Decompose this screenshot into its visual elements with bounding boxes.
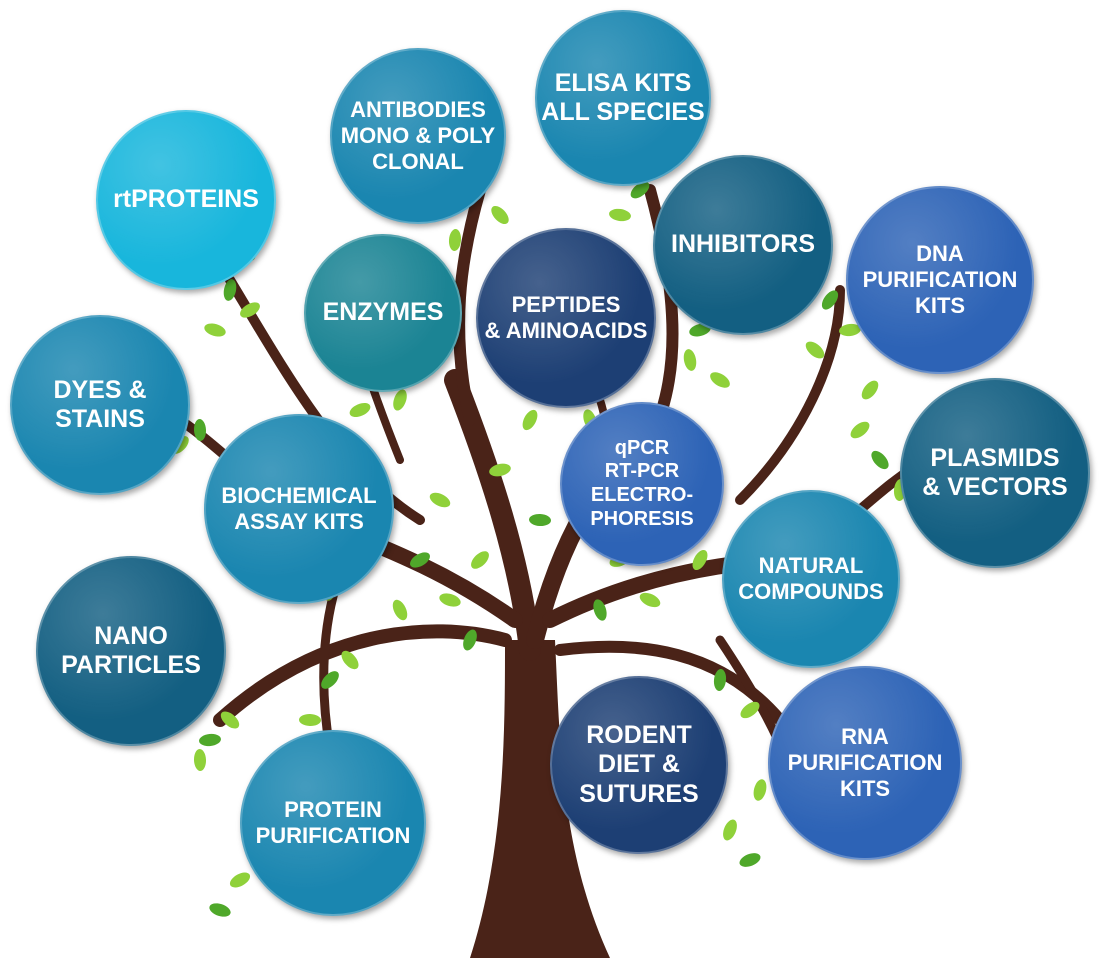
leaf-icon [861,380,879,400]
leaf-icon [713,669,727,691]
leaf-icon [821,290,839,310]
category-label-line: PROTEIN [284,797,382,823]
leaf-icon [489,463,511,477]
leaf-icon [193,749,207,771]
category-node-dyes-stains: DYES &STAINS [10,315,190,495]
branch [213,624,512,727]
leaf-icon [349,403,371,417]
leaf-icon [392,599,408,621]
category-label-line: PLASMIDS [930,443,1060,472]
leaf-icon [850,421,870,439]
category-label-line: & VECTORS [922,473,1068,501]
leaf-icon [710,372,730,388]
leaf-icon [429,492,451,508]
category-label-line: ELISA KITS [554,68,692,97]
category-label-line: NANO [94,621,168,650]
category-label-line: PHORESIS [590,507,694,530]
leaf-icon [593,599,607,621]
category-label-line: MONO & POLY [340,123,496,149]
leaf-icon [609,208,631,222]
leaf-icon [692,549,708,571]
leaf-icon [723,819,737,841]
category-label-line: PARTICLES [61,651,201,679]
category-label-line: rtPROTEINS [113,185,259,214]
leaf-icon [683,349,697,371]
leaf-icon [193,419,207,441]
leaf-icon [739,853,761,867]
leaf-icon [529,513,551,527]
leaf-icon [321,671,339,689]
leaf-icon [491,205,509,225]
leaf-icon [393,389,407,411]
category-label-line: KITS [839,775,891,801]
leaf-icon [223,279,237,301]
category-label-line: KITS [914,292,966,318]
category-node-rtproteins: rtPROTEINS [96,110,276,290]
category-node-enzymes: ENZYMES [304,234,462,392]
category-label-line: PURIFICATION [255,823,411,848]
category-label-line: ANTIBODIES [350,97,486,123]
category-label-line: ALL SPECIES [541,98,705,126]
category-label-line: BIOCHEMICAL [221,483,377,509]
leaf-icon [839,323,861,337]
leaf-icon [299,713,321,727]
leaf-icon [229,872,251,888]
category-label-line: CLONAL [372,148,464,174]
category-label-line: DYES & [53,375,147,404]
leaf-icon [639,592,661,608]
leaf-icon [410,552,430,568]
category-node-peptides: PEPTIDES& AMINOACIDS [476,228,656,408]
category-label-line: NATURAL [758,553,864,579]
leaf-icon [204,323,226,337]
category-label-line: DNA [916,241,964,267]
category-label-line: INHIBITORS [671,230,815,259]
leaf-icon [463,629,477,651]
leaf-icon [871,450,889,470]
category-label-line: PURIFICATION [862,267,1018,293]
category-label-line: STAINS [55,405,145,433]
category-label-line: PURIFICATION [787,750,943,776]
category-label-line: qPCR [614,436,670,459]
tree-trunk [470,640,610,958]
leaf-icon [805,341,825,359]
category-label-line: RNA [841,724,889,750]
leaf-icon [199,733,221,747]
category-label-line: SUTURES [579,779,699,808]
leaf-icon [630,181,650,199]
leaf-icon [240,302,260,318]
category-label-line: RT-PCR [604,460,680,483]
category-label-line: DIET & [598,750,680,779]
leaf-icon [471,551,489,569]
leaf-icon [753,779,767,801]
category-label-line: & AMINOACIDS [484,318,648,343]
leaf-icon [439,593,461,607]
leaf-icon [522,409,538,431]
branch [735,285,845,505]
leaf-icon [220,711,240,729]
category-label-line: RODENT [586,720,692,749]
leaf-icon [448,229,462,251]
category-label-line: ASSAY KITS [234,509,364,534]
category-label-line: PEPTIDES [511,292,621,318]
leaf-icon [740,701,760,719]
category-label-line: COMPOUNDS [738,579,884,604]
leaf-icon [341,650,359,670]
category-node-inhibitors: INHIBITORS [653,155,833,335]
category-label-line: ENZYMES [322,298,444,327]
category-node-plasmids: PLASMIDS& VECTORS [900,378,1090,568]
leaf-icon [209,903,231,917]
category-label-line: ELECTRO- [590,484,694,506]
